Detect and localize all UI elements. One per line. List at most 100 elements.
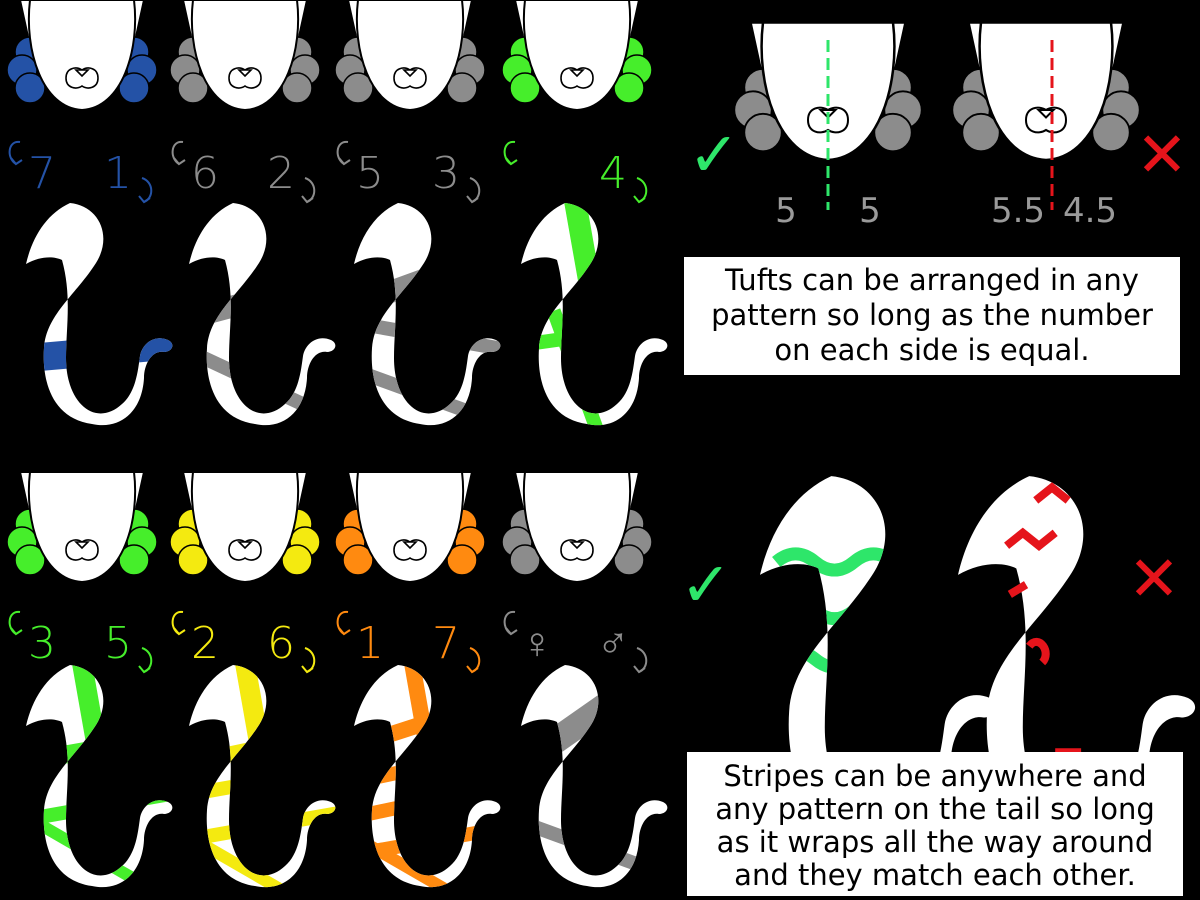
tail-stripes	[26, 328, 173, 374]
tail-shape	[26, 665, 173, 888]
arrow-tip	[466, 195, 479, 204]
broken-stripe	[1004, 527, 1058, 551]
tuft-count-left: 6	[191, 148, 219, 199]
check-icon: ✓	[680, 548, 732, 621]
tuft-count-left: 2	[191, 618, 219, 669]
tail-stripe	[354, 737, 501, 793]
arrow-left-icon	[8, 610, 21, 635]
tail-shape	[189, 203, 336, 426]
stripes-rule-note: Stripes can be anywhere and any pattern …	[687, 752, 1183, 896]
tuft	[118, 72, 150, 104]
arrow-tip	[505, 627, 518, 636]
tail-stripe	[26, 720, 173, 774]
tail-stripe	[354, 825, 501, 888]
tail-stripe	[189, 259, 336, 333]
cat-head	[169, 0, 321, 112]
tail-shape	[26, 203, 173, 426]
tuft	[342, 72, 374, 104]
head-shape	[978, 21, 1114, 162]
cat-head	[501, 471, 653, 584]
arrow-tip	[338, 157, 351, 166]
tuft	[446, 544, 478, 576]
nose	[569, 541, 585, 550]
arrow-left-icon	[503, 140, 516, 165]
tuft	[509, 72, 541, 104]
muzzle	[65, 67, 99, 89]
tuft	[613, 72, 645, 104]
arrow-tip	[633, 195, 646, 204]
head-shape	[355, 0, 465, 112]
tuft-count-right: 5	[104, 618, 132, 669]
tail-shape	[521, 203, 668, 426]
cat-head	[6, 0, 158, 112]
head-shape	[27, 0, 137, 112]
side-count-right: 4.5	[1063, 191, 1117, 231]
wavy-stripe	[772, 644, 936, 674]
head-shape	[190, 0, 300, 112]
muzzle	[806, 106, 850, 134]
muzzle	[228, 539, 262, 561]
arrow-tip	[505, 157, 518, 166]
broken-stripe	[1007, 581, 1029, 598]
tail-stripe	[26, 780, 173, 830]
tuft-count-right: 1	[104, 148, 132, 199]
tuft-count-right: 7	[432, 618, 460, 669]
tail-stripe	[189, 800, 336, 850]
tuft	[177, 544, 209, 576]
tuft	[281, 544, 313, 576]
variant-panel: 4	[501, 0, 668, 426]
arrow-left-icon	[336, 610, 349, 635]
tail-stripes	[354, 230, 501, 426]
stripes-rule-text: Stripes can be anywhere and any pattern …	[715, 759, 1155, 892]
cat-tail	[26, 203, 173, 426]
nose	[237, 541, 253, 550]
cat-head	[169, 471, 321, 584]
tail-stripe	[189, 717, 336, 775]
arrow-tip	[301, 195, 314, 204]
muzzle	[65, 539, 99, 561]
tuft-count-left: 1	[356, 618, 384, 669]
tuft-count-right: 3	[432, 148, 460, 199]
arrow-left-icon	[336, 140, 349, 165]
muzzle	[228, 67, 262, 89]
broken-stripe	[1033, 482, 1071, 504]
head-shape	[190, 471, 300, 584]
tail-shape	[354, 665, 501, 888]
tuft	[613, 544, 645, 576]
arrow-tip	[633, 665, 646, 674]
arrow-left-icon	[503, 610, 516, 635]
tail-stripe	[26, 328, 173, 374]
tuft-count-right: 6	[267, 618, 295, 669]
variant-panel: ♀♂	[501, 471, 668, 888]
muzzle	[560, 67, 594, 89]
cat-head	[334, 0, 486, 112]
arrow-left-icon	[171, 140, 184, 165]
cross-icon: ✕	[1136, 118, 1188, 191]
nose	[569, 69, 585, 78]
tuft	[118, 544, 150, 576]
arrow-tip	[173, 157, 186, 166]
tuft-count-left: ♀	[521, 618, 554, 669]
tail-shape	[354, 203, 501, 426]
muzzle	[560, 539, 594, 561]
cat-tail	[521, 665, 668, 888]
muzzle	[393, 539, 427, 561]
tuft-count-left: 3	[28, 618, 56, 669]
tail-stripes	[189, 259, 336, 426]
muzzle	[1024, 106, 1068, 134]
tuft	[961, 112, 1001, 153]
tail-stripe	[354, 357, 501, 426]
cat-tail	[189, 203, 336, 426]
tail-stripe	[521, 312, 668, 355]
muzzle	[393, 67, 427, 89]
cat-tail	[354, 203, 501, 426]
arrow-left-icon	[8, 140, 21, 165]
cat-head	[733, 21, 923, 162]
tuft	[446, 72, 478, 104]
tail-stripe	[354, 312, 501, 361]
tuft-count-left: 7	[28, 148, 56, 199]
tuft	[1091, 112, 1131, 153]
cat-head	[501, 0, 653, 112]
tail-stripe	[189, 755, 336, 805]
